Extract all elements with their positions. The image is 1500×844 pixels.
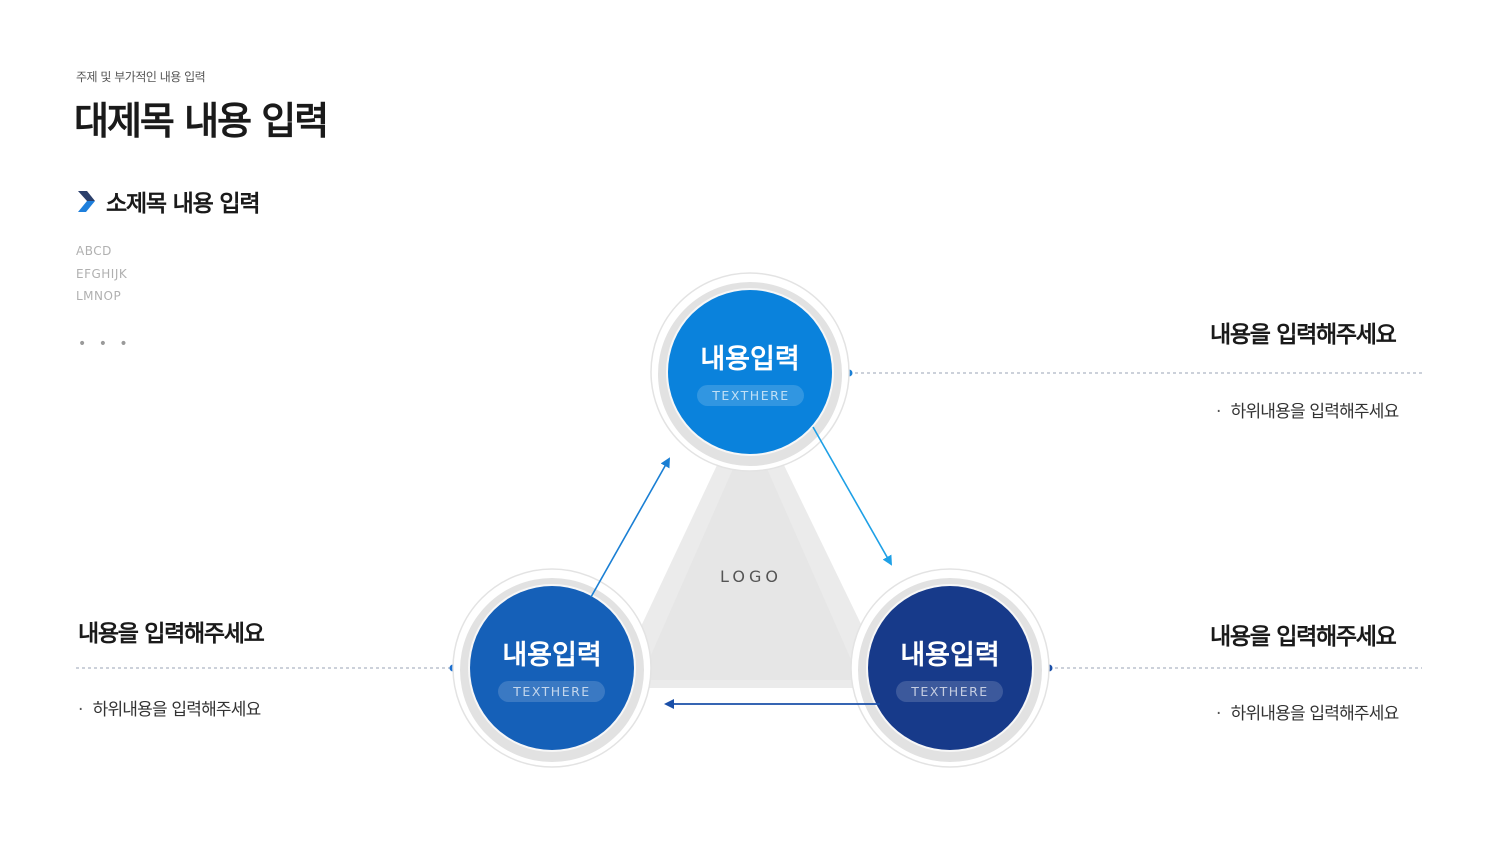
node-top-tag-pill — [697, 385, 804, 406]
page-title: 대제목 내용 입력 — [74, 99, 329, 143]
node-top-disc — [668, 290, 832, 454]
node-right-title: 내용입력 — [900, 640, 999, 671]
node-right: 내용입력 TEXTHERE — [850, 568, 1050, 768]
node-left: 내용입력 TEXTHERE — [452, 568, 652, 768]
subsection-lines: ABCD EFGHIJK LMNOP — [76, 240, 127, 308]
panel-bottom-right-heading: 내용을 입력해주세요 — [1210, 624, 1397, 650]
logo-text: LOGO — [720, 567, 782, 586]
chevron-right-icon — [78, 191, 95, 212]
node-top-tag: TEXTHERE — [711, 388, 789, 403]
bullet-dot: · — [1216, 402, 1221, 422]
bullet-dot: · — [78, 700, 83, 720]
subsection-line: LMNOP — [76, 289, 122, 303]
subsection-header: 소제목 내용 입력 — [76, 184, 261, 218]
panel-bottom-right-text: 하위내용을 입력해주세요 — [1230, 704, 1400, 724]
panel-bottom-left-heading: 내용을 입력해주세요 — [78, 621, 265, 647]
subsection-line: EFGHIJK — [76, 266, 128, 281]
ellipsis-dots: • • • — [78, 336, 132, 352]
panel-bottom-right-body: · 하위내용을 입력해주세요 — [1216, 699, 1400, 724]
node-top-title: 내용입력 — [700, 344, 799, 375]
node-left-disc — [470, 586, 634, 750]
panel-top-right-body: · 하위내용을 입력해주세요 — [1216, 397, 1400, 422]
node-left-title: 내용입력 — [502, 640, 601, 671]
arrow-top-to-right — [812, 426, 892, 566]
node-left-tag: TEXTHERE — [512, 684, 590, 699]
subsection-title: 소제목 내용 입력 — [106, 191, 261, 217]
header-kicker: 주제 및 부가적인 내용 입력 — [76, 70, 206, 84]
bullet-dot: · — [1216, 704, 1221, 724]
node-right-tag-pill — [896, 681, 1003, 702]
node-top: 내용입력 TEXTHERE — [650, 272, 850, 472]
node-left-tag-pill — [498, 681, 605, 702]
subsection-line: ABCD — [76, 244, 112, 258]
node-right-disc — [868, 586, 1032, 750]
panel-bottom-left-body: · 하위내용을 입력해주세요 — [78, 695, 262, 720]
arrow-left-to-top — [590, 457, 670, 598]
panel-top-right-heading: 내용을 입력해주세요 — [1210, 322, 1397, 348]
panel-top-right-text: 하위내용을 입력해주세요 — [1230, 402, 1400, 422]
triangle-shadow — [640, 430, 860, 680]
node-right-tag: TEXTHERE — [910, 684, 988, 699]
panel-bottom-left-text: 하위내용을 입력해주세요 — [92, 700, 262, 720]
